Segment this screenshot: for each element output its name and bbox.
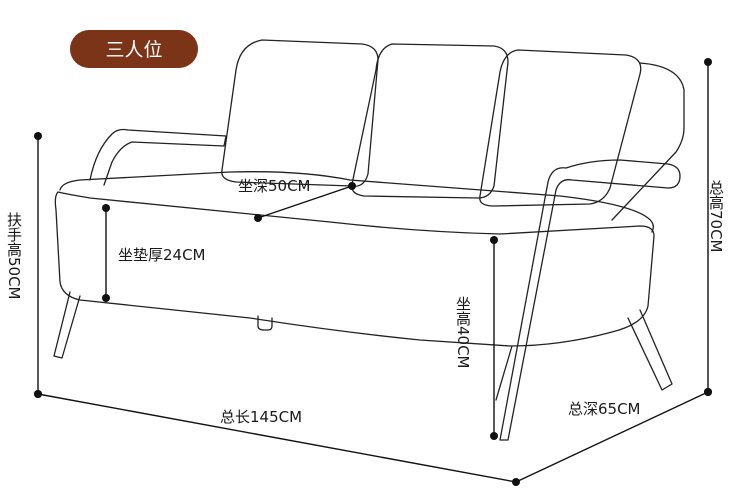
sofa-drawing (53, 39, 685, 441)
dim-total-length-line (37, 393, 517, 483)
left-armrest (89, 128, 227, 186)
dim-total-length: 总长145CM (34, 390, 520, 486)
sofa-back-frame (611, 62, 685, 221)
back-cushion-left (221, 39, 379, 187)
dim-total-depth-label: 总深65CM (568, 400, 641, 418)
dim-cushion-thickness: 坐垫厚24CM (102, 204, 206, 302)
dim-total-depth: 总深65CM (515, 388, 712, 483)
dim-seat-depth-dot-end (348, 182, 356, 190)
dim-total-height-dot-top (704, 58, 712, 66)
dim-seat-height-dot-bottom (490, 432, 498, 440)
back-cushion-right (479, 49, 642, 207)
dim-seat-height: 坐高40CM (454, 236, 498, 440)
dim-seat-depth: 坐深50CM (238, 177, 356, 222)
dim-seat-height-dot-top (490, 236, 498, 244)
dim-armrest-height-label: 扶手高50CM (5, 212, 23, 300)
dim-seat-depth-dot-start (254, 214, 262, 222)
dim-total-depth-dot-end (704, 388, 712, 396)
seat-cushion (54, 191, 655, 347)
badge-label: 三人位 (105, 39, 162, 61)
left-front-leg (53, 291, 81, 359)
center-leg (257, 315, 273, 331)
right-armrest (499, 159, 681, 441)
dim-total-height-label: 总高70CM (707, 180, 725, 253)
dim-total-height: 总高70CM (704, 58, 725, 396)
dim-armrest-height: 扶手高50CM (5, 132, 42, 398)
right-rear-leg (627, 309, 673, 391)
dim-total-length-dot-start (34, 390, 42, 398)
dim-seat-depth-label: 坐深50CM (238, 177, 311, 195)
badge-background (70, 30, 198, 68)
product-badge: 三人位 (70, 30, 198, 68)
dim-seat-depth-line (257, 185, 353, 219)
dim-cushion-thickness-label: 坐垫厚24CM (118, 246, 206, 264)
dim-cushion-thickness-dot-bottom (102, 294, 110, 302)
dim-total-length-label: 总长145CM (220, 408, 302, 426)
dim-cushion-thickness-dot-top (102, 204, 110, 212)
dim-total-depth-line (515, 391, 709, 483)
seat-top (59, 171, 654, 233)
dim-armrest-height-dot-top (34, 132, 42, 140)
dim-seat-height-label: 坐高40CM (454, 296, 472, 369)
right-front-leg (495, 345, 513, 401)
back-cushion-middle (351, 43, 509, 199)
